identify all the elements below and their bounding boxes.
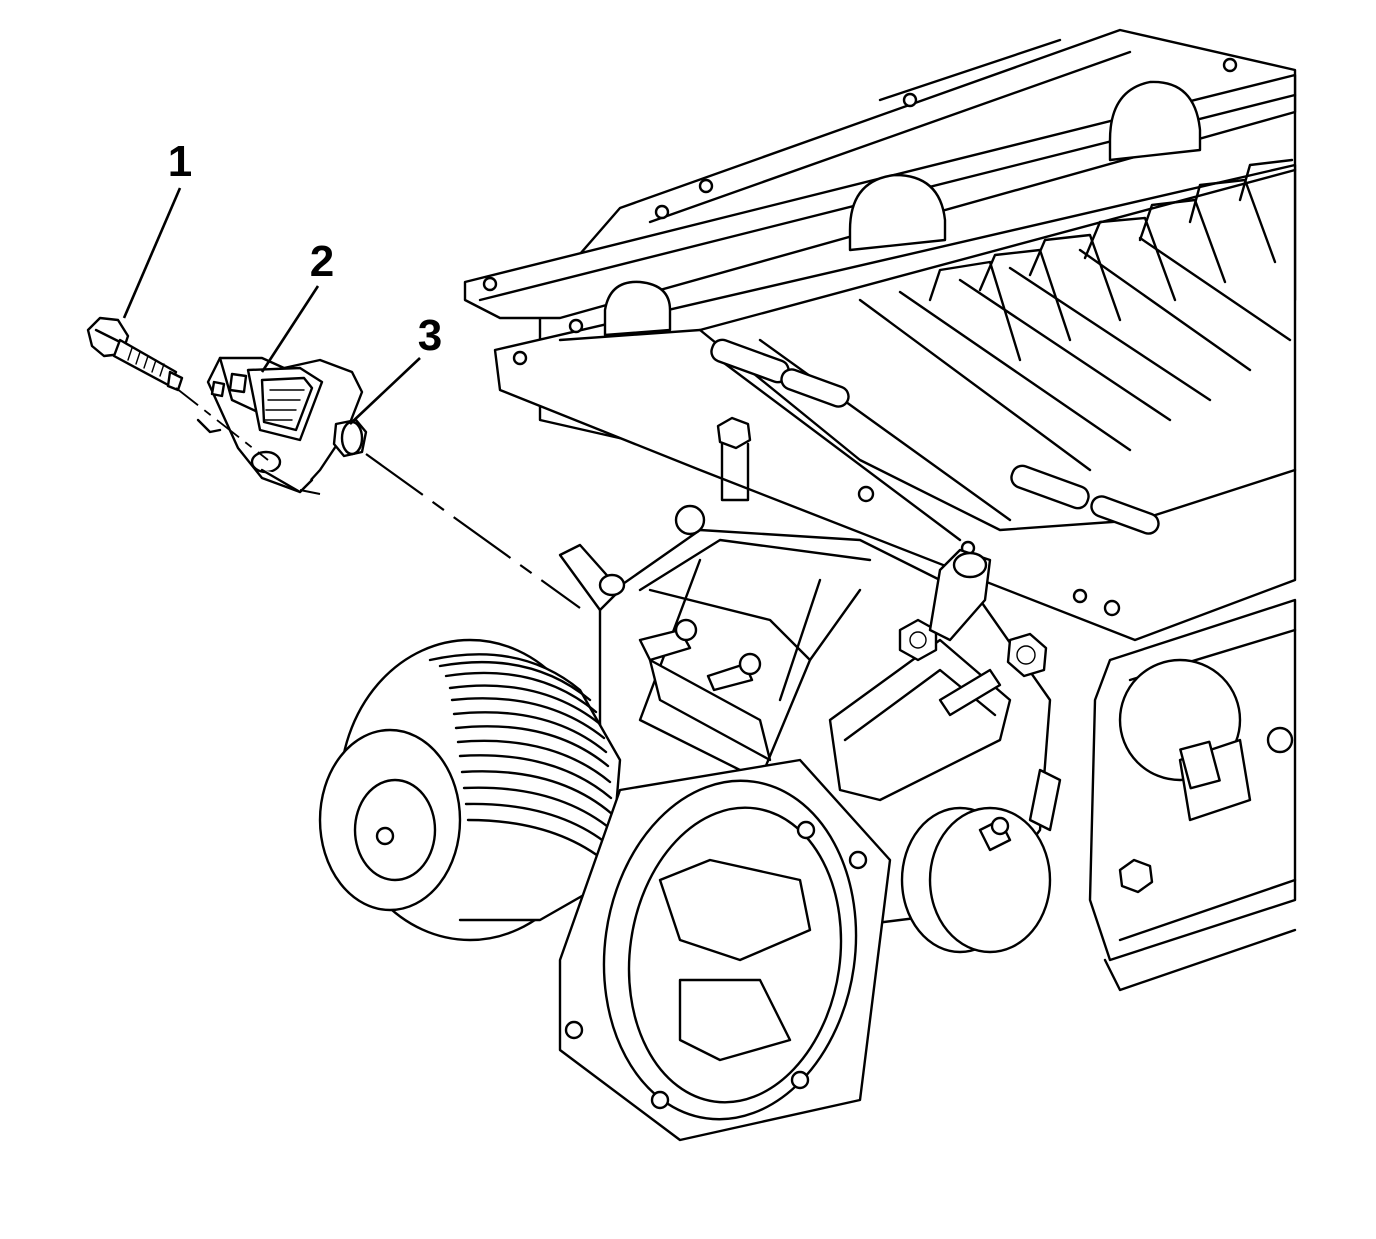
supercharger-pulley [318,638,622,942]
callout-label-3: 3 [418,311,442,360]
throttle-body-flange [558,758,892,1142]
alignment-line [365,453,581,609]
map-sensor-part [196,356,368,494]
callout-2: 2 [260,237,334,373]
callout-1: 1 [122,137,192,319]
callout-label-1: 1 [168,137,192,186]
callout-3: 3 [349,311,442,425]
bolt-part [86,316,184,392]
vacuum-canister [900,806,1052,954]
throttle-actuator [1088,598,1297,992]
callout-label-2: 2 [310,237,334,286]
intake-manifold [463,28,1297,642]
